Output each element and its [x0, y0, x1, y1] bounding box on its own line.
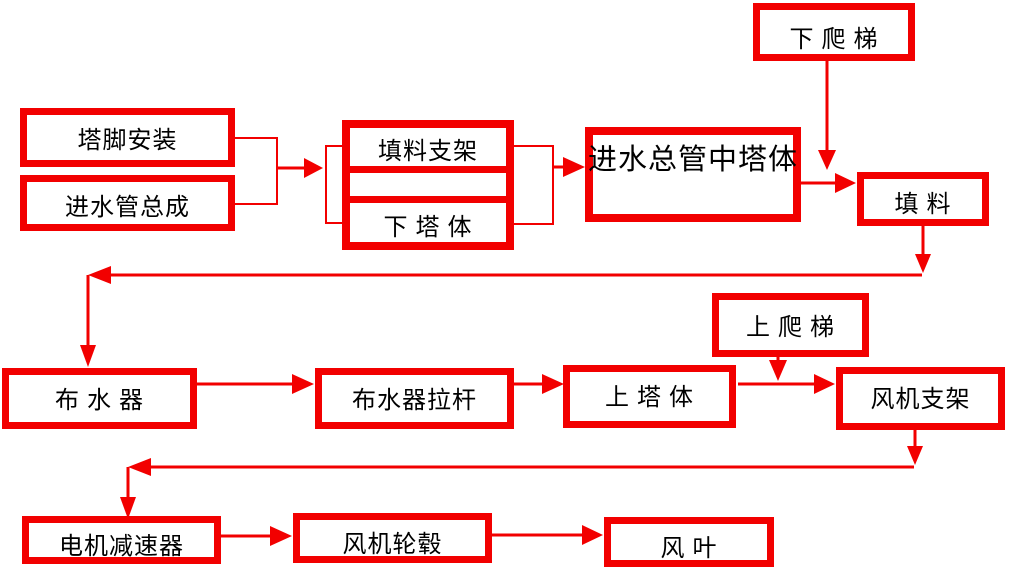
- connector-tianliao-to-bushuiqi: [80, 226, 931, 367]
- arrow-lagan-to-shangtati: [514, 374, 564, 394]
- flow-box-fengji-lungu: 风机轮毂: [293, 513, 492, 563]
- flow-box-feng-ye: 风 叶: [604, 517, 774, 567]
- arrow-xia-pati-down: [818, 61, 836, 170]
- flow-box-jinshui-zongguan-zhong-tati: 进水总管中塔体: [585, 127, 801, 222]
- bracket-compound-right: [514, 145, 585, 225]
- arrow-shangtati-to-fengjizhijia: [738, 374, 835, 394]
- flow-box-shang-tati: 上 塔 体: [563, 365, 736, 428]
- flow-box-shang-pati: 上 爬 梯: [712, 293, 869, 357]
- flow-box-bushuiqi-lagan: 布水器拉杆: [315, 368, 514, 429]
- arrow-to-tianliao: [801, 173, 856, 193]
- flow-box-xia-pati: 下 爬 梯: [753, 3, 915, 61]
- flow-box-jinshuiguan-zongcheng: 进水管总成: [20, 175, 235, 231]
- compound-empty-compartment: [350, 173, 506, 196]
- compound-divider: [350, 195, 506, 204]
- compound-box-tianliao-zhijia-xia-tati: 填料支架 下 塔 体: [342, 120, 514, 250]
- flow-box-xia-tati: 下 塔 体: [350, 203, 506, 243]
- bracket-compound-left: [325, 145, 342, 224]
- bracket-left-pair: [235, 137, 323, 205]
- arrow-lungu-to-fengye: [492, 525, 603, 545]
- arrow-shang-pati-down: [769, 357, 787, 381]
- flow-box-fengji-zhijia: 风机支架: [836, 367, 1005, 430]
- flow-box-dianji-jiansuqi: 电机减速器: [22, 516, 221, 564]
- flow-box-tianliao-zhijia: 填料支架: [350, 128, 506, 166]
- arrow-dianji-to-lungu: [221, 526, 292, 546]
- flow-box-tianliao: 填 料: [857, 172, 989, 226]
- flow-box-tajiao-anzhuang: 塔脚安装: [20, 108, 235, 167]
- arrow-bushuiqi-to-lagan: [197, 374, 314, 394]
- compound-divider: [350, 166, 506, 174]
- flow-box-bushuiqi: 布 水 器: [2, 368, 197, 429]
- connector-fengjizhijia-to-dianji: [120, 430, 923, 519]
